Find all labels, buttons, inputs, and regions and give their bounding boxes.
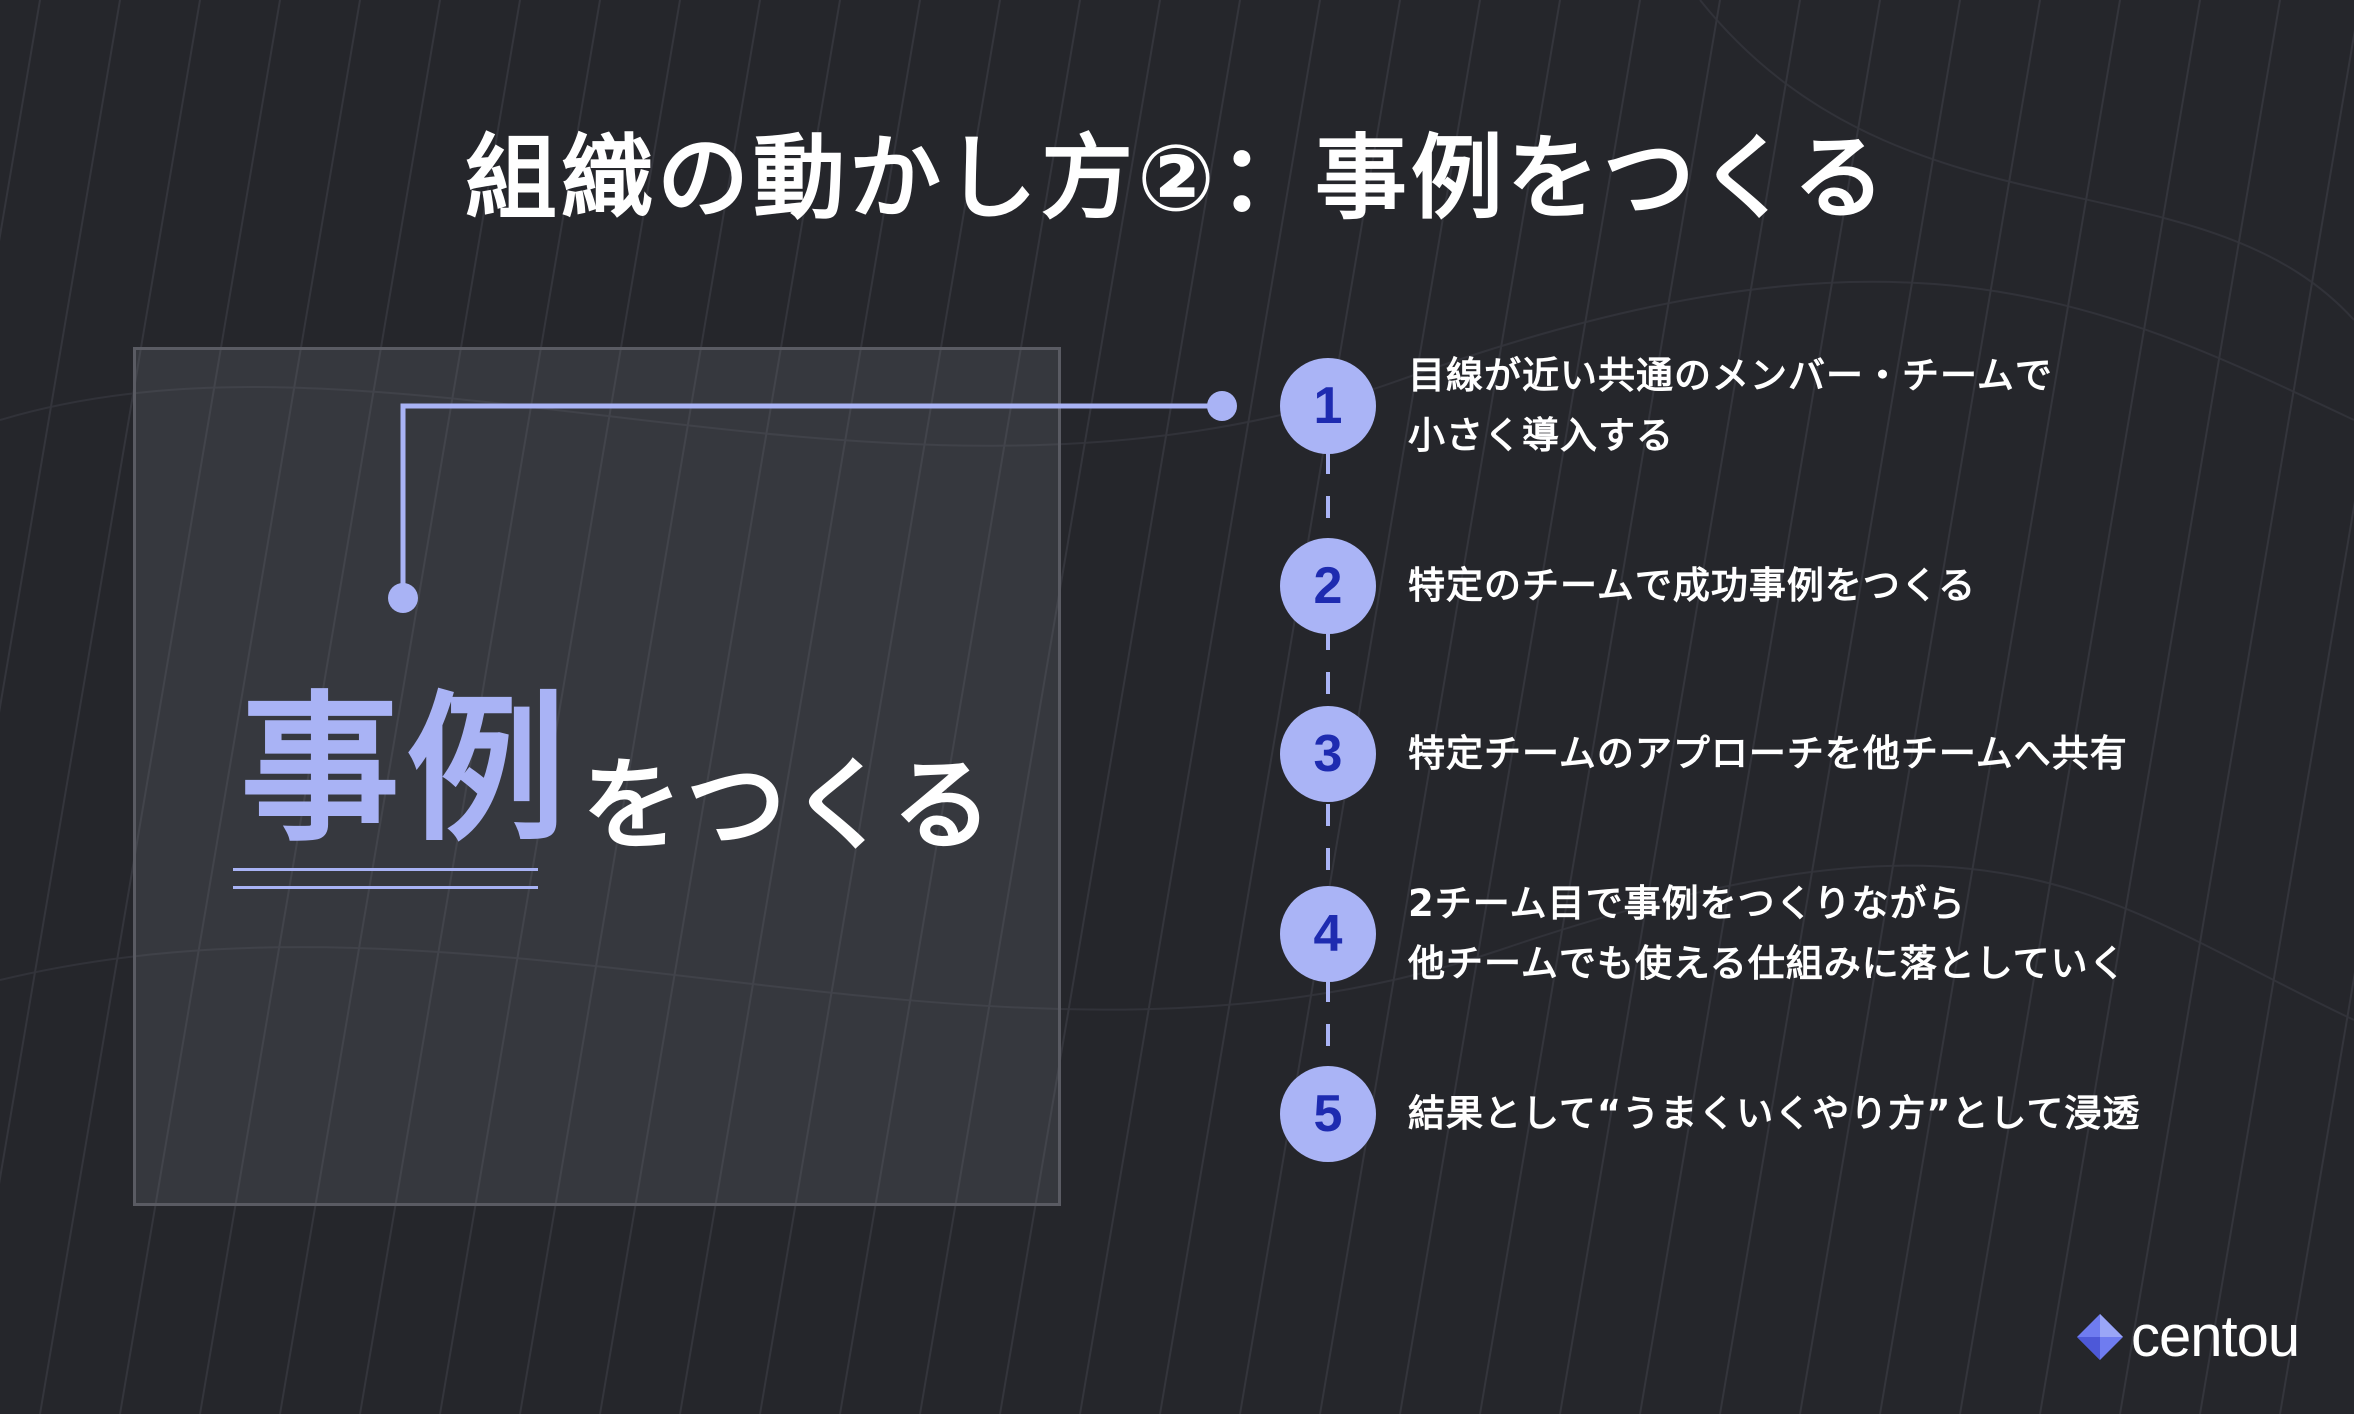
concept-sub-text: をつくる — [582, 747, 996, 864]
step-2-badge: 2 — [1280, 538, 1376, 634]
step-5-badge: 5 — [1280, 1066, 1376, 1162]
brand-logo: centou — [2075, 1303, 2300, 1370]
step-4-line-2: 他チームでも使える仕組みに落としていく — [1408, 942, 2127, 985]
slide-title: 組織の動かし方②：事例をつくる — [464, 125, 1890, 232]
step-3-badge: 3 — [1280, 706, 1376, 802]
step-1-line-2: 小さく導入する — [1408, 414, 1674, 457]
step-2-text: 特定のチームで成功事例をつくる — [1408, 564, 1977, 607]
step-1-text: 目線が近い共通のメンバー・チームで 小さく導入する — [1408, 346, 2053, 466]
step-1-line-1: 目線が近い共通のメンバー・チームで — [1408, 354, 2053, 397]
brand-name: centou — [2131, 1304, 2300, 1369]
concept-underline-bottom — [233, 886, 538, 889]
diamond-logo-icon — [2077, 1313, 2123, 1360]
step-4-line-1: 2チーム目で事例をつくりながら — [1408, 882, 1966, 925]
step-4-text: 2チーム目で事例をつくりながら 他チームでも使える仕組みに落としていく — [1408, 874, 2127, 994]
step-1-badge: 1 — [1280, 358, 1376, 454]
step-5-text: 結果として“うまくいくやり方”として浸透 — [1408, 1092, 2141, 1135]
connector-end-dot — [1207, 391, 1237, 421]
concept-underline-top — [233, 868, 538, 871]
step-3-text: 特定チームのアプローチを他チームへ共有 — [1408, 732, 2128, 775]
step-4-badge: 4 — [1280, 886, 1376, 982]
concept-main-text: 事例 — [240, 676, 573, 863]
